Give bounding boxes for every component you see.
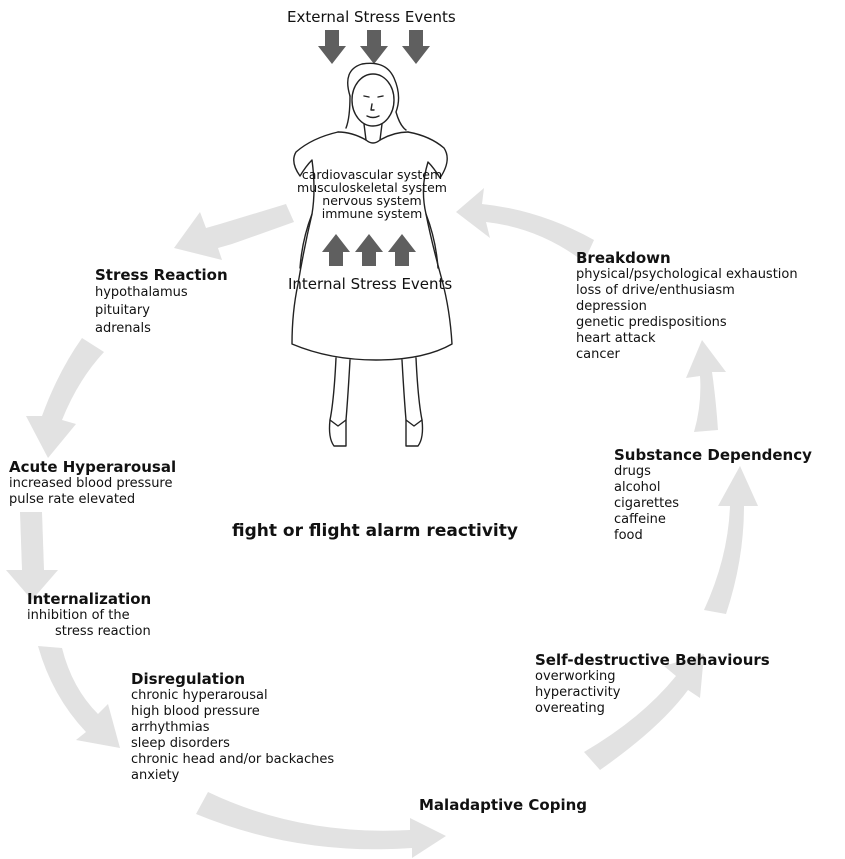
internal-stress-arrow-3 [388,234,416,266]
stage-internalization: Internalization inhibition of the stress… [27,590,151,640]
stage-item: drugs [614,464,651,479]
cycle-arrow-left-lower [38,646,120,748]
stage-acute-hyperarousal: Acute Hyperarousal increased blood press… [9,458,176,508]
cycle-arrow-bottom [196,792,446,858]
stage-item: pituitary [95,303,150,318]
stage-item: hypothalamus [95,285,188,300]
stage-title: Acute Hyperarousal [9,458,177,476]
cycle-arrow-top-left [174,204,294,260]
cycle-arrow-right-upper [686,340,726,432]
cycle-arrow-right-lower [704,466,758,614]
stage-disregulation: Disregulation chronic hyperarousal high … [131,670,334,784]
stage-item: overeating [535,701,605,716]
body-system-item: nervous system [322,193,422,208]
body-systems-list: cardiovascular system musculoskeletal sy… [286,168,458,220]
center-title: fight or flight alarm reactivity [232,521,518,541]
cycle-arrow-left-middle [6,512,58,600]
stage-item: overworking [535,669,616,684]
stage-item: cancer [576,347,620,362]
stage-title: Self-destructive Behaviours [535,651,770,669]
stage-item: alcohol [614,480,661,495]
stage-item: cigarettes [614,496,679,511]
stage-item: genetic predispositions [576,315,727,330]
stage-item: increased blood pressure [9,476,173,491]
stage-item: chronic head and/or backaches [131,752,335,767]
stage-item: sleep disorders [131,736,230,751]
internal-stress-arrow-1 [322,234,350,266]
body-system-item: immune system [321,206,423,221]
stage-maladaptive-coping: Maladaptive Coping [419,796,587,814]
stage-self-destructive-behaviours: Self-destructive Behaviours overworking … [535,651,770,717]
stage-item: loss of drive/enthusiasm [576,283,735,298]
stage-breakdown: Breakdown physical/psychological exhaust… [576,249,798,363]
external-stress-arrow-3 [402,30,430,64]
stage-title: Maladaptive Coping [419,796,588,814]
internal-stress-arrow-2 [355,234,383,266]
stage-substance-dependency: Substance Dependency drugs alcohol cigar… [614,446,812,544]
stage-item: pulse rate elevated [9,492,136,507]
stage-stress-reaction: Stress Reaction hypothalamus pituitary a… [95,266,228,338]
external-stress-arrow-2 [360,30,388,64]
external-stress-arrow-1 [318,30,346,64]
stage-item: stress reaction [55,624,151,639]
stage-title: Stress Reaction [95,266,228,284]
body-system-item: cardiovascular system [301,167,443,182]
stage-item: chronic hyperarousal [131,688,268,703]
stage-title: Internalization [27,590,152,608]
stage-item: heart attack [576,331,656,346]
cycle-arrow-bottom-right [584,654,704,770]
cycle-arrow-top-right [456,188,594,262]
external-stress-label: External Stress Events [287,8,456,26]
stage-title: Breakdown [576,249,671,267]
woman-figure-icon [291,62,453,447]
stage-item: high blood pressure [131,704,260,719]
stage-item: anxiety [131,768,180,783]
cycle-arrow-left-upper [26,338,104,458]
stage-item: caffeine [614,512,666,527]
stage-item: inhibition of the [27,608,130,623]
stage-item: depression [576,299,647,314]
internal-stress-label: Internal Stress Events [288,275,453,293]
body-system-item: musculoskeletal system [297,180,447,195]
stage-title: Disregulation [131,670,246,688]
stage-item: arrhythmias [131,720,210,735]
stage-item: hyperactivity [535,685,621,700]
stage-title: Substance Dependency [614,446,812,464]
stage-item: physical/psychological exhaustion [576,267,798,282]
stage-item: adrenals [95,321,151,336]
stage-item: food [614,528,643,543]
